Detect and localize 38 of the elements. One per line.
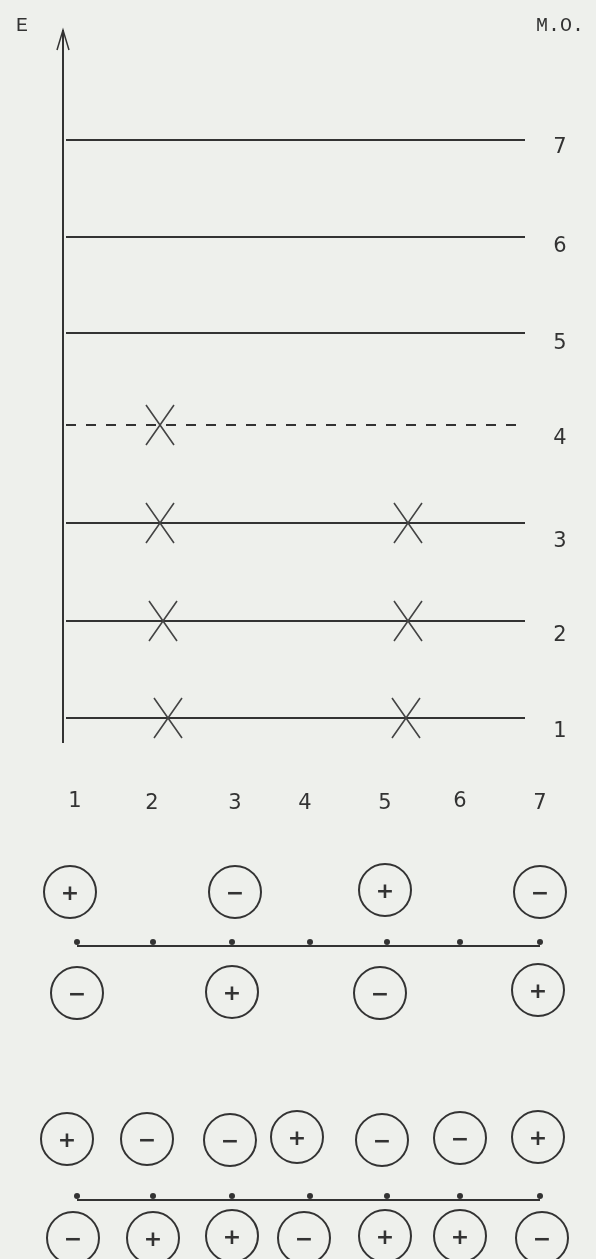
orbital-lobe: − <box>515 1211 569 1259</box>
orbital-lobe: + <box>40 1112 94 1166</box>
orbital-number: 6 <box>553 234 567 256</box>
orbital-number: 1 <box>553 719 567 741</box>
orbital-number: 2 <box>553 623 567 645</box>
orbital-lobe: + <box>433 1209 487 1259</box>
orbital-lobe: − <box>513 865 567 919</box>
orbital-lobe: + <box>511 963 565 1017</box>
orbital-lobe: − <box>208 865 262 919</box>
orbital-lobe: + <box>205 965 259 1019</box>
orbital-number: 3 <box>553 529 567 551</box>
orbital-lobe: + <box>126 1211 180 1259</box>
orbital-lobe: − <box>277 1211 331 1259</box>
axis-label: M.O. <box>536 16 584 36</box>
orbital-lobe: − <box>50 966 104 1020</box>
orbital-lobe: − <box>120 1112 174 1166</box>
orbital-lobe: − <box>355 1113 409 1167</box>
orbital-number: 5 <box>553 331 567 353</box>
atom-number: 3 <box>228 791 242 813</box>
atom-number: 7 <box>533 791 547 813</box>
orbital-lobe: − <box>433 1111 487 1165</box>
atom-number: 1 <box>68 789 82 811</box>
atom-number: 2 <box>145 791 159 813</box>
orbital-lobe: − <box>46 1211 100 1259</box>
orbital-number: 7 <box>553 135 567 157</box>
atom-number: 4 <box>298 791 312 813</box>
orbital-lobe: + <box>358 1209 412 1259</box>
atom-number: 6 <box>453 789 467 811</box>
orbital-lobe: − <box>203 1113 257 1167</box>
orbital-lobe: + <box>205 1209 259 1259</box>
orbital-lobe: + <box>43 865 97 919</box>
orbital-lobe: + <box>511 1110 565 1164</box>
atom-number: 5 <box>378 791 392 813</box>
axis-label: E <box>16 16 28 36</box>
orbital-lobe: + <box>358 863 412 917</box>
orbital-lobe: − <box>353 966 407 1020</box>
orbital-number: 4 <box>553 426 567 448</box>
orbital-lobe: + <box>270 1110 324 1164</box>
